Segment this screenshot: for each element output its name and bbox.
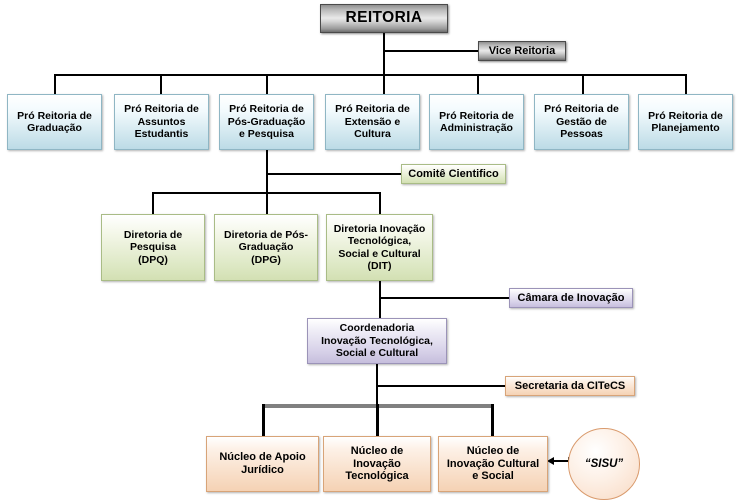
connector-vice-reitoria bbox=[383, 50, 478, 52]
connector-posgrad-stem bbox=[266, 150, 268, 212]
connector-drop-pro-7 bbox=[685, 74, 687, 94]
connector-drop-pro-3 bbox=[266, 74, 268, 94]
connector-drop-nucleo-3 bbox=[491, 404, 494, 436]
connector-secretaria-citecs bbox=[376, 385, 505, 387]
node-reitoria[interactable]: REITORIA bbox=[320, 4, 448, 33]
node-vice-reitoria-label: Vice Reitoria bbox=[488, 44, 556, 57]
connector-drop-diretoria-3 bbox=[379, 192, 381, 214]
connector-drop-nucleo-2 bbox=[376, 404, 379, 436]
node-sisu[interactable]: “SISU” bbox=[568, 428, 640, 500]
connector-drop-pro-5 bbox=[477, 74, 479, 94]
node-camara-inovacao-label: Câmara de Inovação bbox=[517, 291, 625, 304]
connector-drop-pro-4 bbox=[383, 74, 385, 94]
node-reitoria-label: REITORIA bbox=[345, 9, 423, 27]
connector-comite-cientifico bbox=[266, 173, 401, 175]
connector-coordenadoria-stem bbox=[376, 364, 378, 436]
connector-camara-inovacao bbox=[379, 297, 509, 299]
connector-pro-reitoria-bus bbox=[54, 74, 686, 76]
node-camara-inovacao[interactable]: Câmara de Inovação bbox=[509, 288, 633, 308]
node-secretaria-citecs[interactable]: Secretaria da CITeCS bbox=[505, 376, 635, 396]
connector-drop-pro-2 bbox=[160, 74, 162, 94]
node-diretoria-pos-graduacao[interactable]: Diretoria de Pós-Graduação(DPG) bbox=[214, 214, 318, 281]
node-sisu-label: “SISU” bbox=[584, 458, 624, 470]
connector-drop-nucleo-1 bbox=[262, 404, 265, 436]
node-comite-cientifico-label: Comitê Cientifico bbox=[408, 167, 499, 180]
node-secretaria-citecs-label: Secretaria da CITeCS bbox=[514, 379, 626, 392]
node-vice-reitoria[interactable]: Vice Reitoria bbox=[478, 41, 566, 61]
connector-reitoria-stem bbox=[383, 33, 385, 74]
connector-drop-pro-6 bbox=[582, 74, 584, 94]
connector-drop-diretoria-1 bbox=[152, 192, 154, 214]
node-diretoria-pos-graduacao-label: Diretoria de Pós-Graduação(DPG) bbox=[223, 228, 309, 266]
connector-drop-diretoria-2 bbox=[266, 192, 268, 214]
connector-drop-pro-1 bbox=[54, 74, 56, 94]
node-comite-cientifico[interactable]: Comitê Cientifico bbox=[401, 164, 506, 184]
connector-dit-stem bbox=[379, 281, 381, 318]
